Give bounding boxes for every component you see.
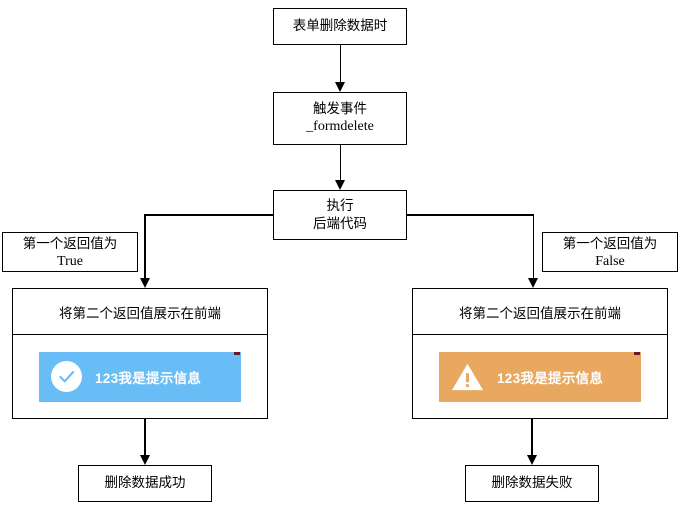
panel-right-header: 将第二个返回值展示在前端 — [413, 289, 667, 335]
warning-triangle-icon — [451, 362, 484, 392]
node-delete-success: 删除数据成功 — [78, 465, 212, 502]
node-event-label-line1: 触发事件 — [313, 100, 367, 116]
toast-success: 123我是提示信息 — [39, 351, 241, 402]
label-branch-false: 第一个返回值为 False — [542, 232, 678, 272]
node-backend-label-line1: 执行 — [326, 197, 354, 213]
node-backend-label-line2: 后端代码 — [313, 216, 367, 231]
node-end-success-label: 删除数据成功 — [104, 475, 186, 491]
connector-right-panel-to-end — [531, 419, 533, 456]
panel-frontend-display-warning: 将第二个返回值展示在前端 123我是提示信息 — [412, 288, 668, 419]
node-end-fail-label: 删除数据失败 — [491, 475, 573, 491]
panel-left-body: 123我是提示信息 — [13, 335, 267, 418]
node-form-delete-start: 表单删除数据时 — [273, 8, 407, 45]
toast-warning-corner-mark — [634, 351, 640, 355]
connector-backend-right-horizontal — [406, 214, 534, 216]
node-event-label-line2: _formdelete — [306, 119, 374, 135]
arrowhead-right-panel-to-end — [526, 455, 537, 465]
arrowhead-event-to-backend — [334, 180, 345, 190]
connector-backend-right-vertical — [532, 214, 535, 279]
connector-backend-left-vertical — [144, 214, 146, 279]
panel-left-header: 将第二个返回值展示在前端 — [13, 289, 267, 335]
connector-start-to-event — [339, 45, 342, 83]
arrowhead-left-panel-to-end — [139, 455, 150, 465]
label-branch-true: 第一个返回值为 True — [2, 232, 138, 272]
label-branch-false-line1: 第一个返回值为 — [562, 236, 658, 251]
label-branch-true-line2: True — [57, 254, 83, 270]
toast-warning-text: 123我是提示信息 — [497, 370, 604, 386]
node-execute-backend-code: 执行 后端代码 — [273, 190, 407, 240]
panel-frontend-display-success: 将第二个返回值展示在前端 123我是提示信息 — [12, 288, 268, 419]
label-branch-true-line1: 第一个返回值为 — [22, 236, 118, 251]
arrowhead-right-branch — [528, 278, 538, 288]
panel-right-body: 123我是提示信息 — [413, 335, 667, 418]
node-trigger-event: 触发事件 _formdelete — [273, 92, 407, 145]
arrowhead-left-branch — [139, 278, 150, 288]
node-start-label: 表单删除数据时 — [292, 18, 388, 34]
connector-backend-left-horizontal — [145, 214, 274, 216]
circle-check-icon — [51, 361, 82, 392]
toast-success-corner-mark — [234, 351, 240, 355]
toast-success-text: 123我是提示信息 — [95, 370, 202, 386]
toast-warning: 123我是提示信息 — [439, 351, 641, 402]
arrowhead-start-to-event — [334, 82, 345, 92]
connector-event-to-backend — [339, 145, 342, 181]
label-branch-false-line2: False — [595, 254, 625, 270]
connector-left-panel-to-end — [144, 419, 146, 456]
node-delete-fail: 删除数据失败 — [465, 465, 599, 502]
